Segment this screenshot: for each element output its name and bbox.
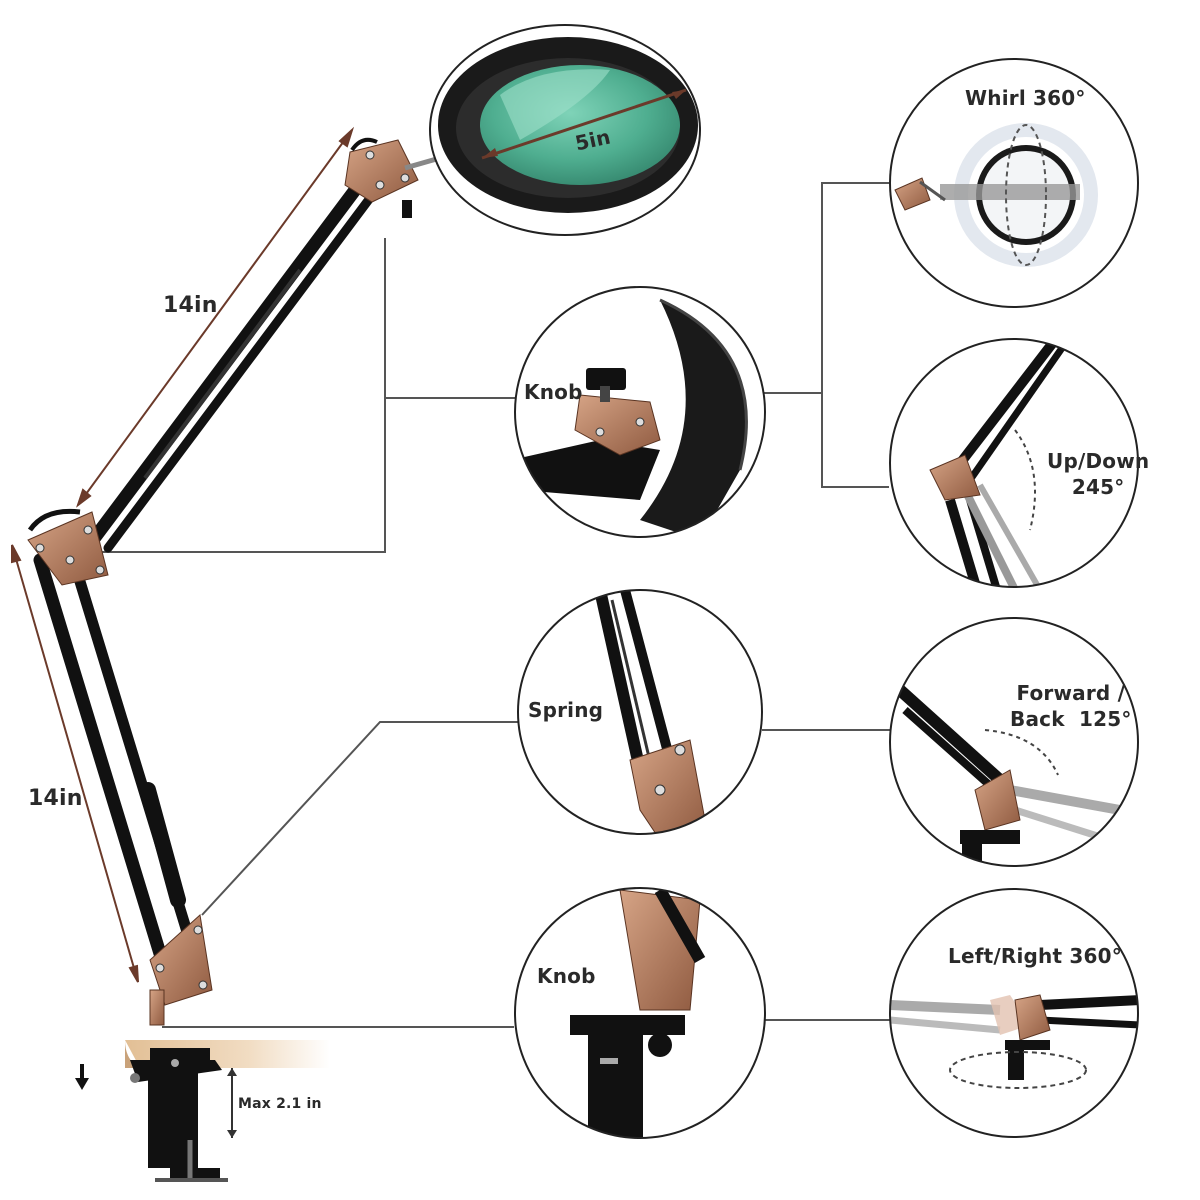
elbow-joint [27, 508, 109, 586]
upper-arm-measure [76, 126, 355, 508]
upper-arm [71, 163, 390, 567]
detail-base-knob [514, 887, 766, 1139]
spring-label: Spring [528, 698, 604, 722]
top-joint [344, 137, 419, 218]
detail-up-down [889, 338, 1139, 588]
lower-arm-length-label: 14in [28, 786, 83, 811]
whirl-label: Whirl 360° [965, 86, 1086, 110]
detail-spring [517, 589, 763, 835]
base-knob-label: Knob [537, 964, 596, 988]
leader-lines [95, 182, 890, 1028]
base-joint [149, 914, 213, 1026]
detail-forward-back [889, 617, 1139, 867]
clamp-max-label: Max 2.1 in [238, 1096, 322, 1112]
head-connector [404, 155, 441, 171]
up-down-label: Up/Down 245° [1047, 449, 1150, 499]
left-right-label: Left/Right 360° [948, 944, 1122, 968]
lower-arm [33, 553, 194, 977]
head-knob-label: Knob [524, 380, 583, 404]
lower-arm-measure [11, 544, 139, 983]
upper-arm-length-label: 14in [163, 293, 218, 318]
detail-left-right [889, 888, 1139, 1138]
clamp-base [75, 1040, 330, 1182]
detail-whirl [889, 58, 1139, 308]
forward-back-label: Forward / Back 125° [1010, 681, 1132, 731]
magnifier-head [429, 24, 701, 236]
detail-head-knob [514, 286, 766, 538]
